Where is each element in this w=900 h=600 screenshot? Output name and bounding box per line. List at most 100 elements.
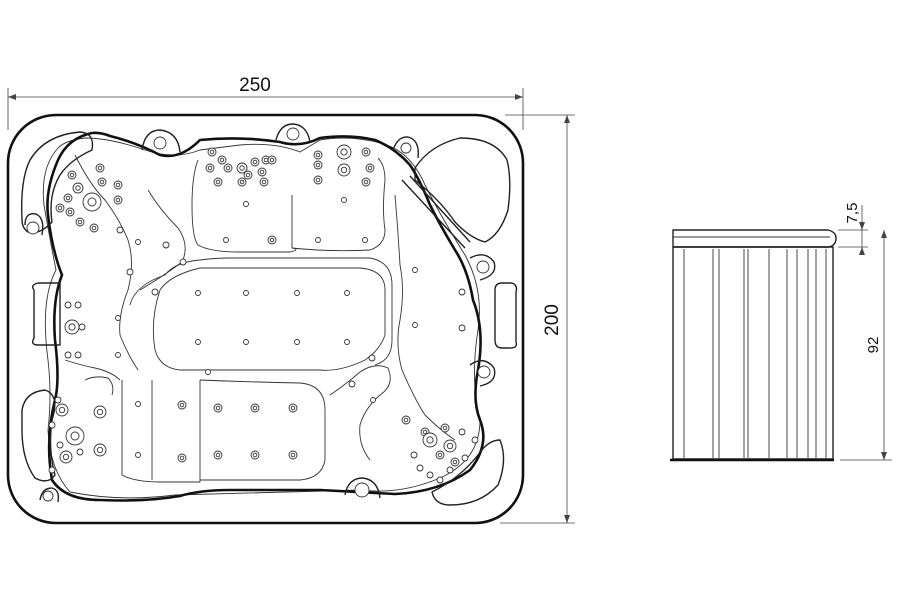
headrest-top-right [414, 137, 511, 243]
jet-icon [76, 448, 84, 456]
left-lounge-edge-2 [139, 189, 186, 291]
top-seat-left [191, 159, 297, 253]
dimension-rim-height: 7,5 [838, 203, 868, 255]
jet-inner-icon [70, 431, 80, 441]
jet-icon [243, 201, 249, 207]
jet-inner-icon [367, 165, 373, 171]
jet-inner-icon [263, 157, 269, 163]
jet-inner-icon [215, 179, 221, 185]
jet-inner-icon [215, 405, 221, 411]
jet-icon [412, 322, 418, 328]
jet-icon [294, 290, 300, 296]
jet-icon [458, 288, 466, 296]
left-lounge-edge [74, 154, 139, 371]
jet-inner-icon [239, 179, 245, 185]
dimension-length: 250 [7, 75, 524, 130]
grip-right [494, 282, 518, 349]
jet-inner-icon [290, 452, 296, 458]
side-rim [672, 229, 837, 248]
jet-icon [115, 315, 121, 321]
jet-inner-icon [340, 148, 348, 156]
headrest-strap [401, 175, 471, 249]
dimension-width-label: 200 [542, 304, 563, 336]
jet-inner-icon [239, 165, 245, 171]
jet-inner-icon [179, 455, 185, 461]
jet-inner-icon [77, 219, 83, 225]
jet-icon [446, 466, 454, 474]
jet-icon [162, 241, 170, 249]
jet-inner-icon [252, 405, 258, 411]
jet-inner-icon [207, 165, 213, 171]
jet-icon [151, 288, 159, 296]
jet-inner-icon [315, 152, 321, 158]
jet-inner-icon [290, 405, 296, 411]
jet-inner-icon [115, 197, 121, 203]
jet-icon [135, 401, 141, 407]
jet-inner-icon [446, 442, 454, 450]
jet-inner-icon [62, 453, 70, 461]
jet-inner-icon [115, 182, 121, 188]
jet-icon [294, 339, 300, 345]
top-view: 250 200 [6, 75, 575, 525]
jet-icon [64, 301, 72, 309]
jet-inner-icon [259, 169, 265, 175]
jet-icon [341, 197, 347, 203]
jet-icon [458, 324, 466, 332]
jet-icon [471, 436, 479, 444]
jet-inner-icon [340, 166, 348, 174]
jet-icon [74, 351, 82, 359]
grip-left [31, 282, 61, 346]
jet-inner-icon [69, 172, 75, 178]
jet-icon [195, 290, 201, 296]
jet-inner-icon [452, 459, 458, 465]
jet-icon [223, 237, 229, 243]
jet-icon [412, 267, 418, 273]
jet-icon [315, 237, 321, 243]
jet-icon [344, 290, 350, 296]
dimension-body-height-label: 92 [865, 337, 882, 354]
jet-icon [64, 351, 72, 359]
jet-inner-icon [97, 165, 103, 171]
jet-inner-icon [219, 157, 225, 163]
jet-inner-icon [426, 436, 434, 444]
jet-icon [243, 339, 249, 345]
jet-inner-icon [96, 446, 104, 454]
jet-inner-icon [363, 179, 369, 185]
jet-icon [344, 339, 350, 345]
bottom-left-lounge [84, 376, 114, 396]
jet-inner-icon [57, 205, 63, 211]
jet-inner-icon [315, 177, 321, 183]
right-lounge-edge [394, 194, 456, 441]
dimension-body-height: 92 [840, 230, 892, 461]
jet-icon [368, 354, 376, 362]
jet-inner-icon [58, 406, 66, 414]
jet-icon [116, 226, 124, 234]
jet-inner-icon [67, 209, 73, 215]
jet-inner-icon [245, 172, 251, 178]
jet-inner-icon [209, 149, 215, 155]
jet-icon [458, 428, 466, 436]
jets-group [48, 144, 479, 484]
jet-icon [362, 237, 368, 243]
jet-inner-icon [261, 179, 267, 185]
jet-inner-icon [96, 408, 104, 416]
jet-inner-icon [179, 402, 185, 408]
jet-inner-icon [269, 237, 275, 243]
jet-icon [179, 258, 187, 266]
jet-inner-icon [65, 195, 71, 201]
jet-icon [410, 451, 418, 459]
jet-inner-icon [252, 452, 258, 458]
dimension-rim-height-label: 7,5 [844, 203, 861, 224]
jet-inner-icon [225, 165, 231, 171]
jet-icon [126, 268, 134, 276]
jet-inner-icon [252, 159, 258, 165]
jet-inner-icon [75, 185, 81, 191]
jet-icon [115, 352, 121, 358]
side-cabinet [672, 246, 834, 460]
jet-icon [56, 441, 64, 449]
jet-inner-icon [422, 429, 428, 435]
jet-icon [436, 476, 444, 484]
dimension-width: 200 [500, 114, 575, 524]
jet-icon [135, 239, 141, 245]
cabinet-panels [683, 249, 827, 458]
